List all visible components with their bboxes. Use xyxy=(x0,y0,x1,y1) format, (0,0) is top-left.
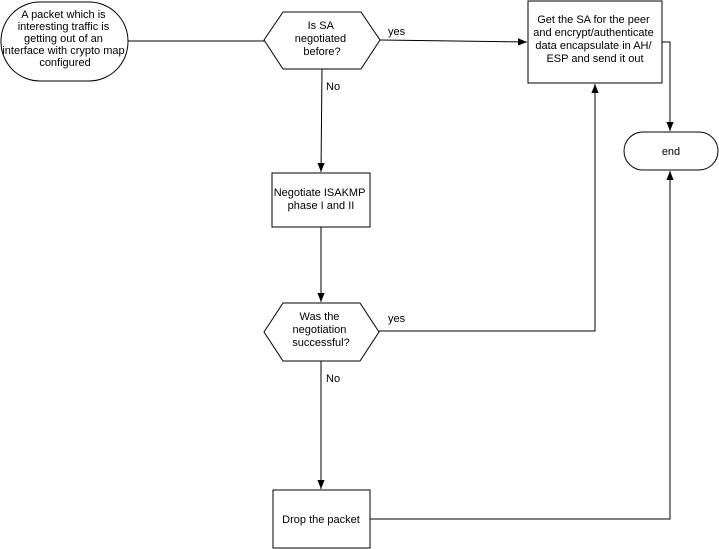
edge-get-sa-to-end xyxy=(662,41,674,131)
sa-check-line-1: Is SA xyxy=(308,20,335,32)
label-sa-no: No xyxy=(326,81,340,93)
node-start: A packet which is interesting traffic is… xyxy=(0,1,129,82)
get-sa-text: Get the SA for the peer and encrypt/auth… xyxy=(533,14,657,65)
node-get-sa: Get the SA for the peer and encrypt/auth… xyxy=(527,0,663,84)
success-check-line-1: Was the xyxy=(299,311,339,323)
get-sa-line-1: Get the SA for the peer xyxy=(537,14,650,26)
label-success-no: No xyxy=(326,373,340,385)
success-check-text: Was the negotiation successful? xyxy=(292,311,349,349)
success-check-decision-shape xyxy=(263,302,380,362)
negotiate-line-1: Negotiate ISAKMP xyxy=(274,187,366,199)
node-negotiate: Negotiate ISAKMP phase I and II xyxy=(271,172,371,228)
label-success-yes: yes xyxy=(388,313,406,325)
sa-check-line-2: negotiated xyxy=(295,33,346,45)
get-sa-line-2: and encrypt/authenticate xyxy=(533,27,653,39)
drop-process-shape xyxy=(272,489,371,549)
success-check-line-2: negotiation xyxy=(293,324,347,336)
get-sa-line-4: ESP and send it out xyxy=(546,53,643,65)
start-text: A packet which is interesting traffic is… xyxy=(2,9,127,69)
start-line-5: configured xyxy=(39,57,90,69)
label-sa-yes: yes xyxy=(388,26,406,38)
get-sa-process-shape xyxy=(527,0,663,84)
negotiate-line-2: phase I and II xyxy=(288,200,355,212)
edge-success-yes-to-get-sa xyxy=(379,84,599,332)
node-end: end xyxy=(623,131,719,171)
node-success-check: Was the negotiation successful? xyxy=(263,302,380,362)
end-line-1: end xyxy=(662,146,680,158)
sa-check-text: Is SA negotiated before? xyxy=(295,20,349,58)
node-sa-check: Is SA negotiated before? xyxy=(263,11,381,70)
edge-sa-no-to-negotiate xyxy=(317,68,325,173)
drop-line-1: Drop the packet xyxy=(282,514,360,526)
get-sa-line-3: data encapsulate in AH/ xyxy=(535,40,652,52)
start-line-4: interface with crypto map xyxy=(2,45,124,57)
start-line-2: interesting traffic is xyxy=(18,21,110,33)
end-text: end xyxy=(662,146,680,158)
negotiate-text: Negotiate ISAKMP phase I and II xyxy=(274,187,369,212)
negotiate-process-shape xyxy=(271,172,371,228)
edge-sa-yes-to-get-sa xyxy=(379,38,528,46)
node-drop: Drop the packet xyxy=(272,489,371,549)
start-line-3: getting out of an xyxy=(24,33,103,45)
sa-check-decision-shape xyxy=(263,11,381,70)
drop-text: Drop the packet xyxy=(282,514,360,526)
start-terminal-shape xyxy=(0,1,129,82)
success-check-line-3: successful? xyxy=(292,337,349,349)
sa-check-line-3: before? xyxy=(303,46,340,58)
end-terminal-shape xyxy=(623,131,719,171)
start-line-1: A packet which is xyxy=(21,9,106,21)
edge-drop-to-end xyxy=(370,171,674,520)
